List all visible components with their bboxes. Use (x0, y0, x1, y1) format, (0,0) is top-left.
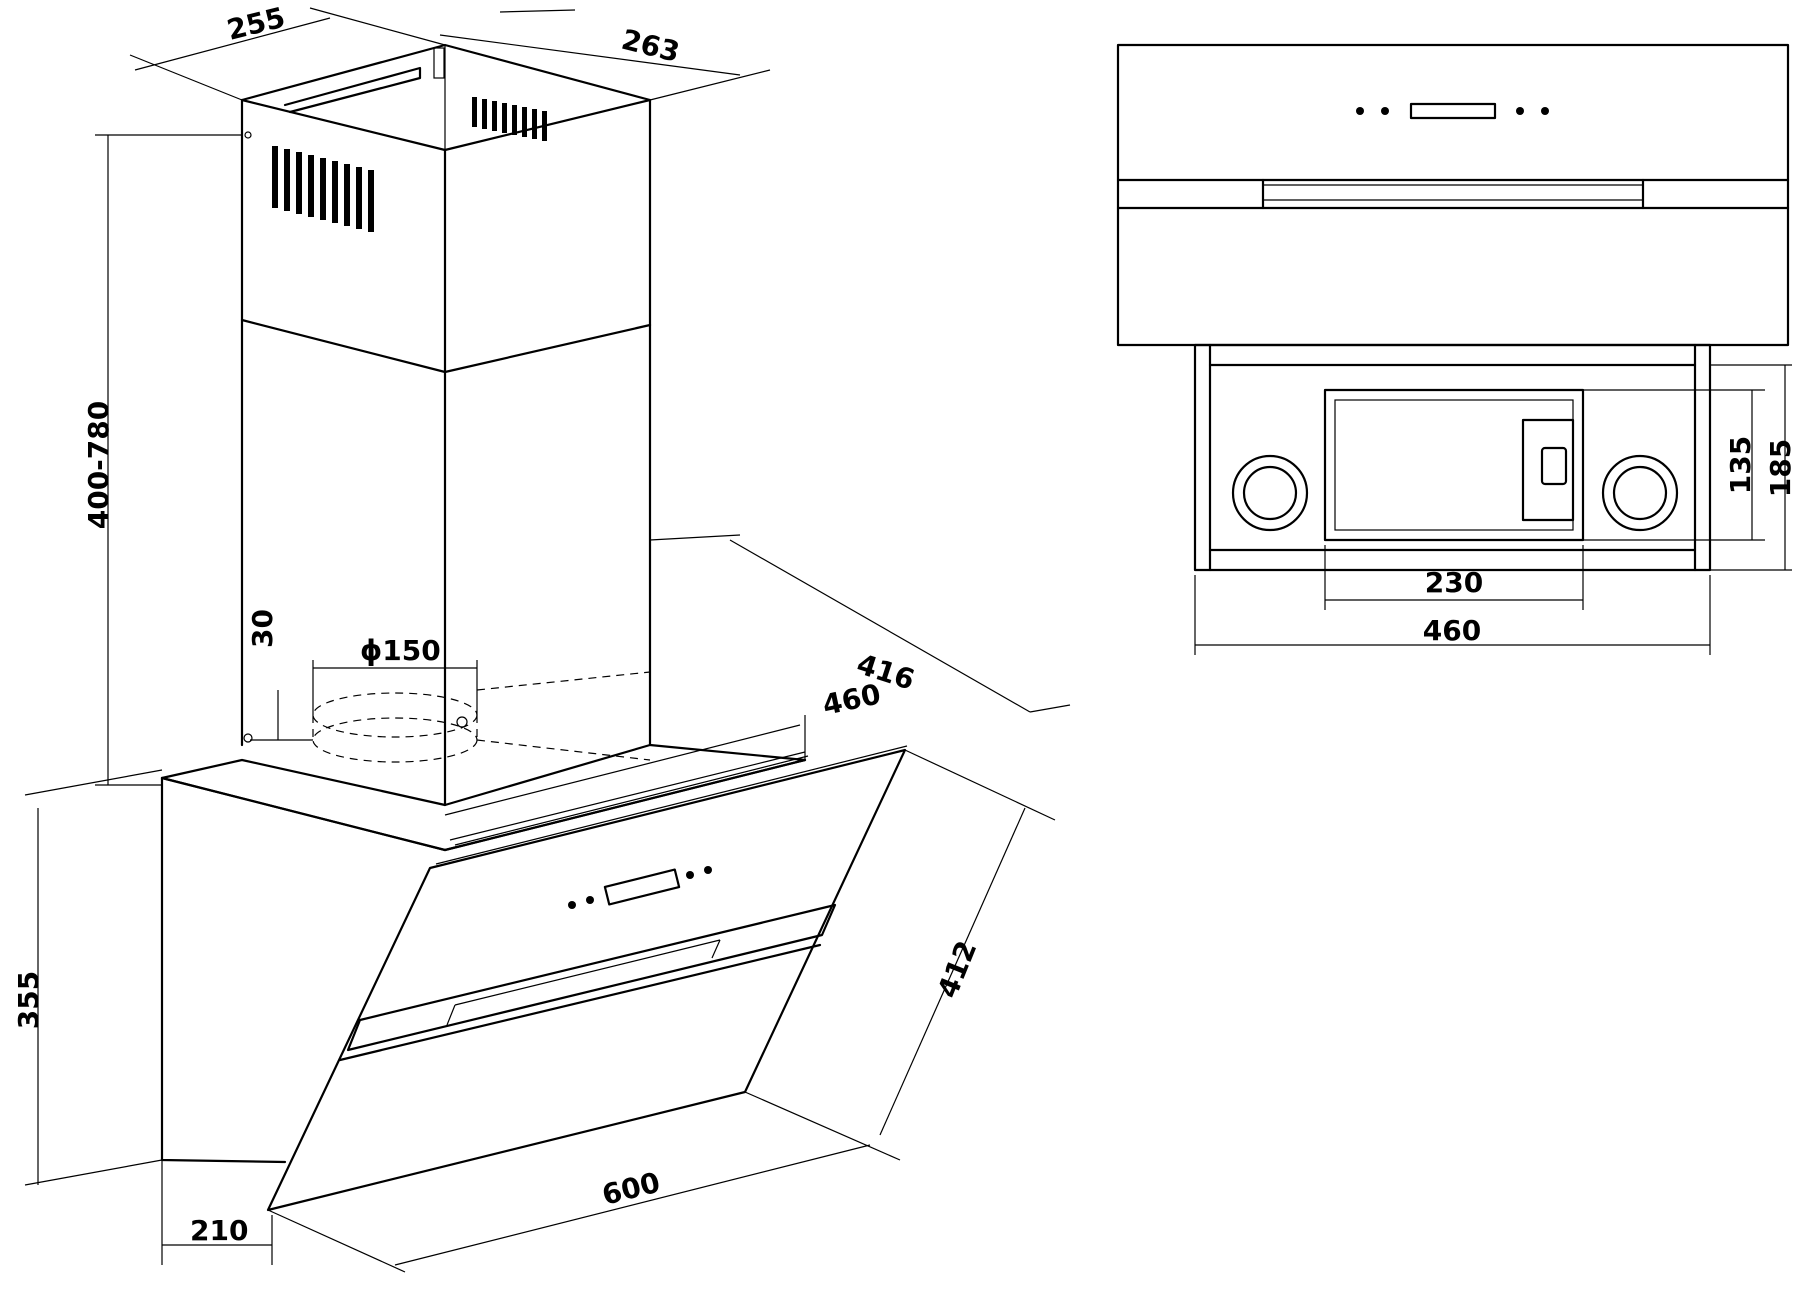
dim-body-width: 460 (820, 677, 884, 721)
dim-base-width: 460 (1423, 614, 1481, 647)
dim-chimney-depth: 255 (224, 1, 289, 47)
hood-body (160, 776, 447, 1164)
isometric-view: 255 263 400-780 30 ϕ150 416 460 412 355 … (12, 1, 1071, 1273)
dimension-lines-iso (24, 7, 1071, 1273)
dim-filter-height: 135 (1724, 436, 1757, 494)
chimney-upper (240, 43, 652, 374)
dim-chimney-height: 400-780 (82, 401, 115, 530)
bottom-view: 230 460 135 185 (1116, 43, 1797, 655)
dim-glass-height: 412 (931, 936, 983, 1003)
dim-hood-depth: 210 (190, 1214, 248, 1247)
dim-outlet-offset: 30 (246, 609, 279, 648)
outlet-cylinder (312, 671, 651, 763)
vent-slots-left (272, 146, 374, 232)
chimney-lower (240, 318, 652, 807)
dim-hood-width: 600 (599, 1166, 664, 1212)
glass-panel (266, 745, 908, 1212)
dim-chimney-width: 263 (618, 23, 683, 69)
dim-outlet-diameter: ϕ150 (360, 634, 441, 667)
dim-filter-width: 230 (1425, 566, 1483, 599)
vent-slots-back (472, 97, 547, 141)
dim-hood-height: 355 (12, 971, 45, 1029)
dim-base-height: 185 (1764, 439, 1797, 497)
